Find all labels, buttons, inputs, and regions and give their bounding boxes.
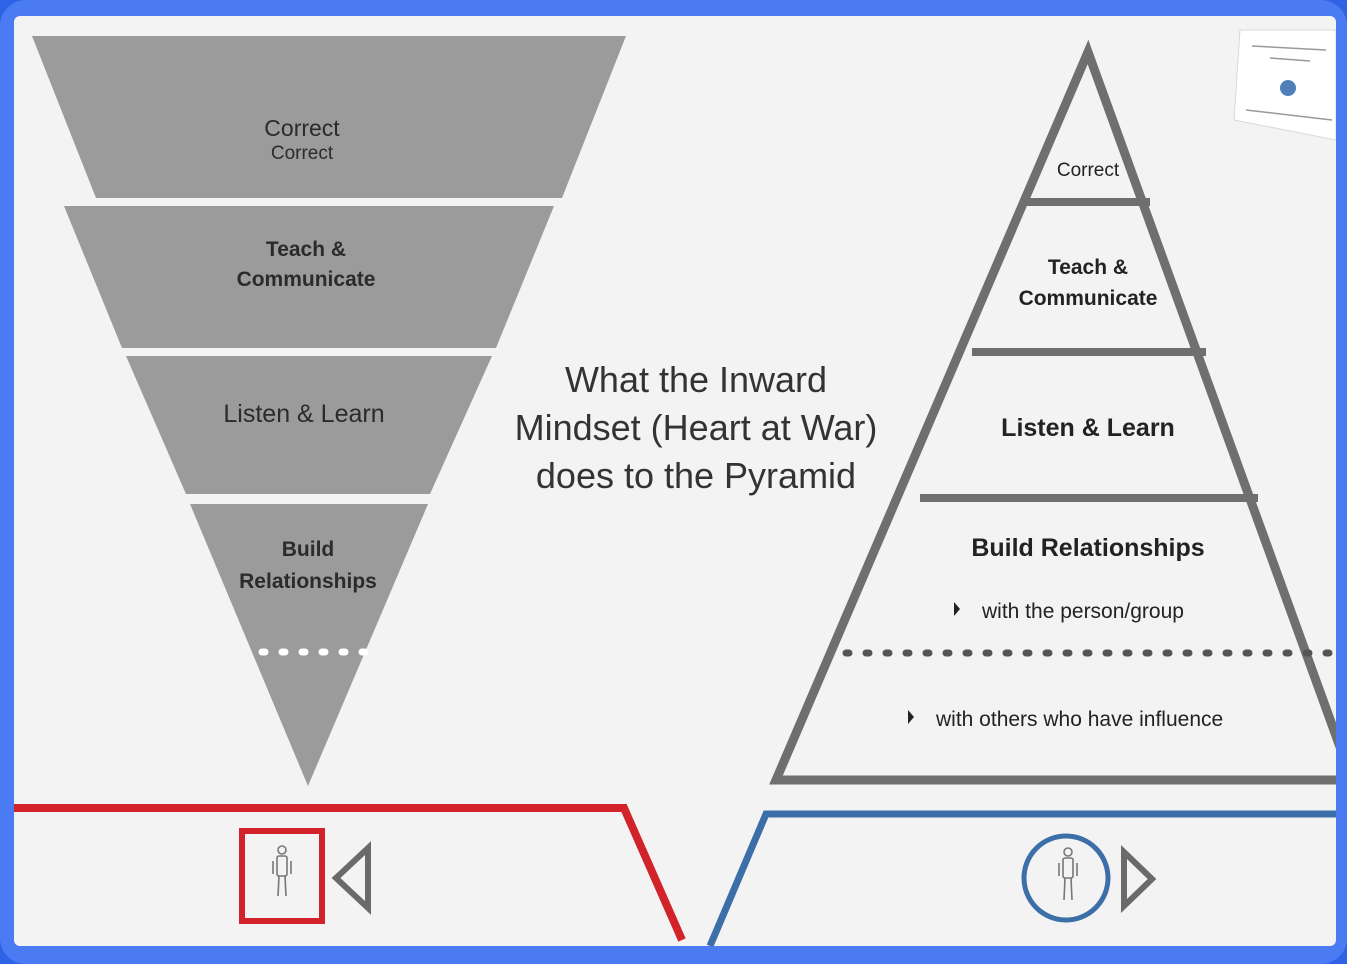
book-title-scribble bbox=[1269, 57, 1311, 62]
book-title-scribble bbox=[1251, 45, 1327, 51]
caption-line-1: What the Inward bbox=[565, 359, 827, 400]
right-bar-outline bbox=[706, 810, 1336, 946]
inverted-teach-label: Teach & bbox=[266, 238, 346, 261]
person-circle bbox=[1021, 833, 1111, 923]
inverted-level-correct bbox=[32, 36, 626, 198]
caption-line-2: Mindset (Heart at War) bbox=[515, 407, 878, 448]
inverted-pyramid: Correct Correct Teach & Communicate List… bbox=[32, 36, 626, 786]
person-box bbox=[239, 828, 325, 924]
upright-teach-label: Teach & bbox=[1048, 256, 1128, 279]
upright-correct-label: Correct bbox=[1057, 160, 1120, 181]
bullet-arrow-icon bbox=[908, 710, 914, 724]
upright-pyramid: Correct Teach & Communicate Listen & Lea… bbox=[769, 39, 1336, 785]
inverted-listen-label: Listen & Learn bbox=[223, 400, 384, 428]
inverted-correct-label: Correct bbox=[264, 115, 340, 141]
upright-teach-sublabel: Communicate bbox=[1019, 287, 1158, 310]
inverted-level-build bbox=[190, 504, 428, 786]
bullet-arrow-icon bbox=[954, 602, 960, 616]
center-caption: What the Inward Mindset (Heart at War) d… bbox=[515, 359, 878, 496]
upright-pyramid-outline bbox=[769, 39, 1336, 785]
book-thumbnail bbox=[1233, 29, 1336, 141]
inverted-teach-sublabel: Communicate bbox=[237, 268, 376, 291]
person-in-circle-icon bbox=[1058, 847, 1078, 901]
book-author-scribble bbox=[1245, 109, 1333, 121]
inverted-level-teach bbox=[64, 206, 554, 348]
inverted-level-listen bbox=[126, 356, 492, 494]
inverted-correct-sublabel: Correct bbox=[271, 143, 334, 164]
slide: Correct Correct Teach & Communicate List… bbox=[14, 16, 1336, 946]
person-in-box-icon bbox=[272, 845, 292, 897]
bottom-right-bar bbox=[706, 810, 1336, 946]
left-bar-outline bbox=[14, 804, 686, 942]
caption-line-3: does to the Pyramid bbox=[536, 455, 856, 496]
inverted-build-sublabel: Relationships bbox=[239, 570, 377, 593]
upright-listen-label: Listen & Learn bbox=[1001, 414, 1175, 442]
diagram-canvas: Correct Correct Teach & Communicate List… bbox=[14, 29, 1336, 946]
book-emblem-icon bbox=[1280, 80, 1296, 96]
left-triangle-icon bbox=[331, 841, 371, 915]
right-triangle-icon bbox=[1121, 844, 1157, 914]
upright-build-label: Build Relationships bbox=[971, 534, 1204, 562]
upright-bullet-2: with others who have influence bbox=[935, 708, 1223, 731]
inverted-build-label: Build bbox=[282, 538, 335, 561]
bottom-left-bar bbox=[14, 804, 686, 942]
upright-bullet-1: with the person/group bbox=[981, 600, 1184, 623]
